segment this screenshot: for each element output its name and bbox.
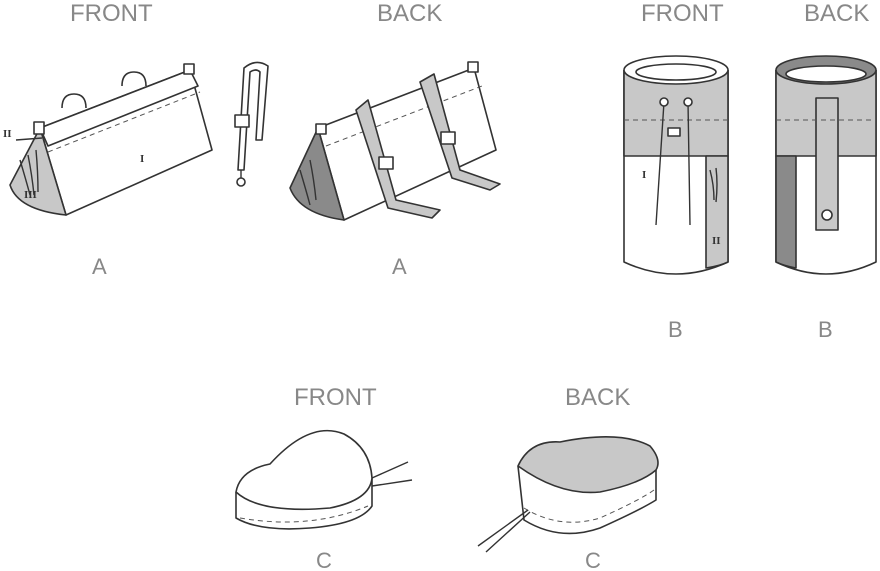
a-back-bag-drawing <box>289 61 501 221</box>
b-back-bag-drawing <box>775 55 877 275</box>
a-front-heading: FRONT <box>70 0 153 27</box>
b-front-bag-drawing <box>623 55 729 275</box>
a-back-letter: A <box>392 254 407 279</box>
b-front-letter: B <box>668 317 683 342</box>
b-back-heading: BACK <box>804 0 869 27</box>
b-front-heading: FRONT <box>641 0 724 27</box>
a-front-letter: A <box>92 254 107 279</box>
a-front-piece-i: I <box>140 153 144 165</box>
c-front-seat-drawing <box>235 429 413 530</box>
a-back-heading: BACK <box>377 0 442 27</box>
c-front-heading: FRONT <box>294 384 377 411</box>
b-back-letter: B <box>818 317 833 342</box>
c-front-letter: C <box>316 548 332 571</box>
c-back-letter: C <box>585 548 601 571</box>
c-back-seat-drawing <box>477 436 659 553</box>
a-front-piece-iii: III <box>24 189 37 201</box>
a-front-bag-drawing <box>9 63 213 216</box>
c-back-heading: BACK <box>565 384 630 411</box>
b-front-piece-i: I <box>642 169 646 181</box>
b-front-piece-ii: II <box>712 235 721 247</box>
a-front-piece-ii: II <box>3 128 12 140</box>
a-strap-drawing <box>234 61 269 187</box>
